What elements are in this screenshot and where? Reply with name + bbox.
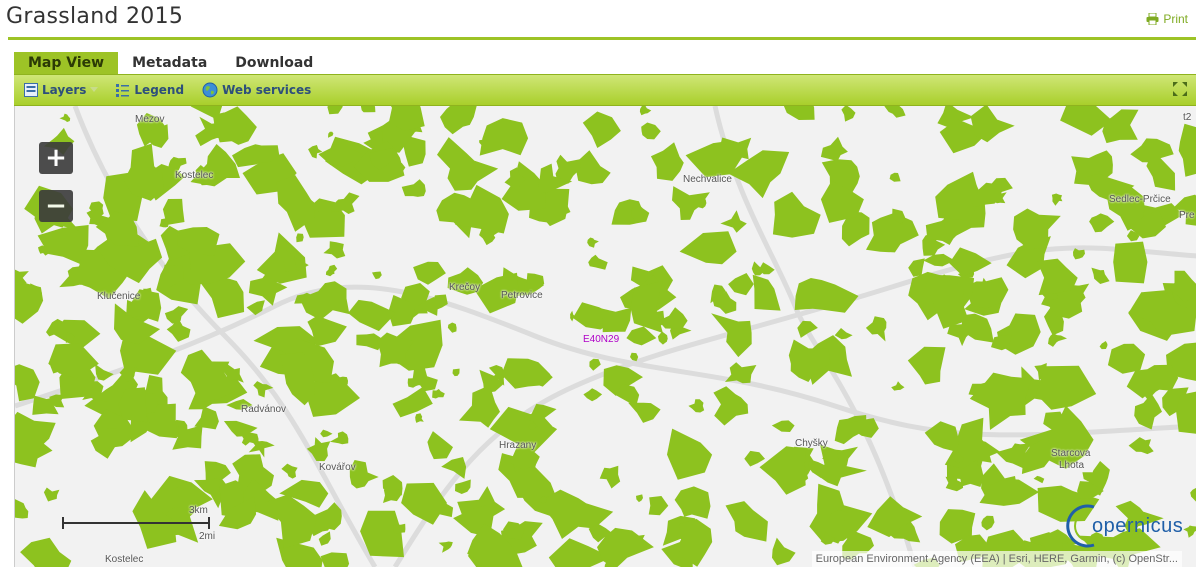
- tile-label: E40N29: [583, 334, 620, 345]
- place-label: Klučenice: [97, 291, 141, 302]
- copernicus-logo: opernicus: [1064, 501, 1192, 551]
- tab-bar: Map View Metadata Download: [14, 52, 327, 74]
- fullscreen-icon: [1173, 82, 1187, 96]
- place-label: Pre: [1179, 210, 1195, 221]
- legend-label: Legend: [134, 83, 185, 97]
- layers-icon: [24, 83, 38, 97]
- place-label: Petrovice: [501, 290, 543, 301]
- chevron-down-icon: [90, 87, 99, 92]
- tab-download[interactable]: Download: [235, 55, 314, 71]
- place-label: Starcova: [1051, 448, 1091, 459]
- place-label: Radvánov: [241, 404, 287, 415]
- printer-icon: [1146, 13, 1159, 25]
- scale-bar: 3km 2mi: [61, 505, 221, 551]
- layers-label: Layers: [42, 83, 87, 97]
- print-label: Print: [1163, 12, 1188, 26]
- logo-text: opernicus: [1092, 515, 1184, 537]
- place-label: Kostelec: [105, 554, 144, 565]
- tab-map-view[interactable]: Map View: [14, 52, 119, 74]
- print-link[interactable]: Print: [1146, 12, 1188, 26]
- place-label: Nechvalice: [683, 174, 732, 185]
- place-label: Kostelec: [175, 170, 214, 181]
- legend-icon: [116, 84, 130, 97]
- place-label: Sedlec-Prčice: [1109, 194, 1171, 205]
- tab-metadata[interactable]: Metadata: [132, 55, 208, 71]
- grassland-layer: [15, 106, 1196, 567]
- web-services-label: Web services: [222, 83, 312, 97]
- place-label: Mezov: [135, 114, 165, 125]
- web-services-button[interactable]: Web services: [202, 82, 311, 98]
- globe-icon: [202, 82, 218, 98]
- layers-button[interactable]: Layers: [24, 83, 99, 97]
- scale-km-label: 3km: [189, 505, 208, 516]
- zoom-in-button[interactable]: +: [39, 142, 73, 174]
- place-label: Hrazany: [499, 440, 537, 451]
- scale-mi-label: 2mi: [199, 531, 216, 542]
- map-canvas[interactable]: + − Mezov Kostelec Nechvalice Sedlec-Prč…: [14, 106, 1196, 567]
- place-label: Chyšky: [795, 438, 828, 449]
- zoom-out-button[interactable]: −: [39, 190, 73, 222]
- map-attribution: European Environment Agency (EEA) | Esri…: [811, 551, 1182, 567]
- legend-button[interactable]: Legend: [116, 83, 184, 97]
- place-label: t2: [1183, 112, 1192, 123]
- place-label: Kovářov: [319, 462, 356, 473]
- page-title: Grassland 2015: [6, 4, 184, 29]
- map-toolbar: Layers Legend Web services: [14, 74, 1196, 106]
- place-label: Lhota: [1059, 460, 1085, 471]
- title-divider: [8, 37, 1196, 40]
- fullscreen-button[interactable]: [1172, 81, 1188, 101]
- place-label: Krečoy: [449, 282, 481, 293]
